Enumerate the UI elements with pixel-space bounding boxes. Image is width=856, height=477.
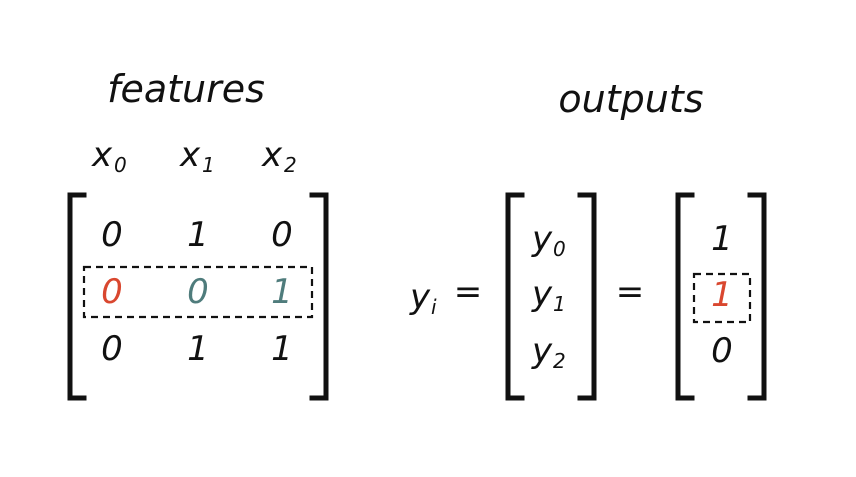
feature-matrix: 0 1 0 0 0 1 0 1 1 — [101, 215, 293, 369]
features-title: features — [107, 67, 265, 111]
feature-header-sub: 1 — [202, 153, 215, 177]
y-entry-sub: 1 — [553, 292, 566, 316]
feature-header-x2: x 2 — [261, 135, 297, 177]
y-entry-base: y — [531, 274, 553, 314]
y-entry-base: y — [531, 331, 553, 371]
y-vector-entry: y 1 — [531, 274, 566, 316]
matrix-cell-highlight-red: 0 — [101, 272, 123, 312]
y-vector: y 0 y 1 y 2 — [531, 219, 566, 373]
matrix-cell: 1 — [271, 329, 293, 369]
y-vector-left-bracket — [505, 192, 525, 401]
equals-sign: = — [454, 272, 483, 312]
output-vector: 1 1 0 — [711, 219, 733, 371]
matrix-cell-highlight-teal: 1 — [271, 272, 293, 312]
feature-matrix-right-bracket — [309, 192, 329, 401]
feature-header-base: x — [261, 135, 283, 175]
y-vector-entry: y 2 — [531, 331, 566, 373]
selected-row-box — [82, 265, 314, 319]
output-value-highlight-red: 1 — [711, 275, 733, 315]
equation-lhs-sub: i — [431, 295, 437, 319]
y-entry-sub: 2 — [553, 349, 566, 373]
selected-output-box — [692, 272, 752, 324]
output-value: 1 — [711, 219, 733, 259]
y-entry-base: y — [531, 219, 553, 259]
feature-header-base: x — [91, 135, 113, 175]
feature-matrix-left-bracket — [67, 192, 87, 401]
matrix-cell: 1 — [187, 329, 209, 369]
feature-header-base: x — [179, 135, 201, 175]
matrix-cell-highlight-teal: 0 — [187, 272, 209, 312]
matrix-cell: 0 — [101, 329, 123, 369]
outputs-title: outputs — [558, 77, 703, 121]
feature-header-x0: x 0 — [91, 135, 127, 177]
matrix-cell: 1 — [187, 215, 209, 255]
matrix-cell: 0 — [271, 215, 293, 255]
feature-header-x1: x 1 — [179, 135, 215, 177]
output-vector-right-bracket — [747, 192, 767, 401]
output-vector-left-bracket — [675, 192, 695, 401]
equation-lhs: y i — [409, 277, 437, 319]
matrix-cell: 0 — [101, 215, 123, 255]
y-vector-right-bracket — [577, 192, 597, 401]
equation-lhs-base: y — [409, 277, 431, 317]
y-vector-entry: y 0 — [531, 219, 566, 261]
equals-sign-2: = — [616, 272, 645, 312]
feature-header-sub: 0 — [114, 153, 127, 177]
y-entry-sub: 0 — [553, 237, 566, 261]
output-value: 0 — [711, 331, 733, 371]
feature-header-sub: 2 — [284, 153, 297, 177]
